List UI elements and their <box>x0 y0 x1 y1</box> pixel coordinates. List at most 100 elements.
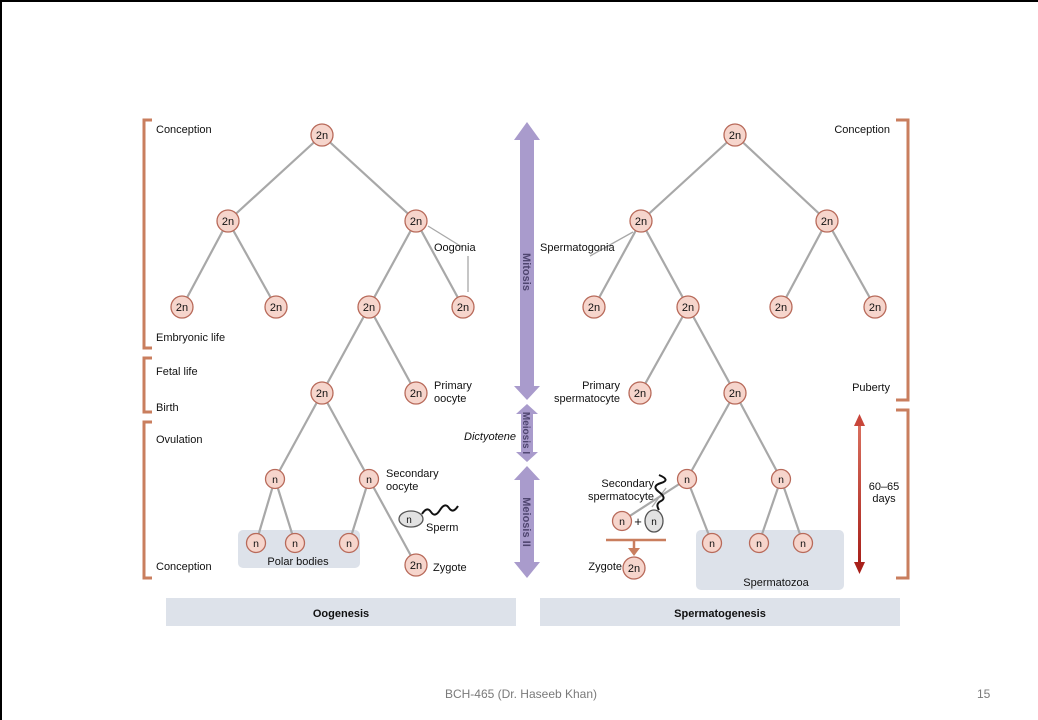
tree-edge <box>621 478 688 522</box>
tree-edge <box>687 306 736 394</box>
cell-oo-n-c: n <box>245 532 267 554</box>
cell-oo-2n-f: 2n <box>451 295 475 319</box>
cell-sp-primary-spermatocyte: 2n <box>628 381 652 405</box>
tree-edge <box>640 220 689 308</box>
tree-edge <box>826 220 876 308</box>
spermatogenesis-title: Spermatogenesis <box>674 608 766 620</box>
meiosis1-arrow <box>516 404 538 462</box>
cell-circle <box>310 123 334 147</box>
cell-circle <box>622 556 646 580</box>
cell-ploidy-label: n <box>778 474 784 486</box>
meiosis2-arrow <box>514 466 540 578</box>
tree-edge <box>593 220 642 308</box>
cell-oo-n-a: n <box>264 468 286 490</box>
cell-circle <box>701 532 723 554</box>
cell-circle <box>451 295 475 319</box>
cell-circle <box>284 532 306 554</box>
tree-edge <box>181 220 229 308</box>
cell-ploidy-label: 2n <box>363 302 375 314</box>
duration-arrow <box>854 414 865 574</box>
meiosis2-label: Meiosis II <box>520 497 532 547</box>
cell-circle <box>582 295 606 319</box>
secondary-spermatocyte-line2: spermatocyte <box>588 491 654 503</box>
dictyotene-label: Dictyotene <box>464 431 516 443</box>
cell-ploidy-label: 2n <box>176 302 188 314</box>
cell-oo-2n-g: 2n <box>310 381 334 405</box>
cell-sp-n-fert: n <box>611 510 633 532</box>
cell-sp-conception: 2n <box>723 123 747 147</box>
cell-circle <box>792 532 814 554</box>
cell-ploidy-label: 2n <box>628 563 640 575</box>
tree-edge <box>368 478 417 566</box>
oogenesis-panel <box>166 598 516 626</box>
cell-ploidy-label: 2n <box>869 302 881 314</box>
tree-edge <box>686 392 736 480</box>
cell-circle <box>863 295 887 319</box>
cell-circle <box>264 295 288 319</box>
tree-edge <box>368 220 417 308</box>
cell-ploidy-label: n <box>800 538 806 550</box>
pointer-lines <box>427 225 667 508</box>
cell-sp-n-e: n <box>792 532 814 554</box>
cell-circle <box>358 468 380 490</box>
polar-bodies-label: Polar bodies <box>267 556 329 568</box>
cell-oo-primary-oocyte: 2n <box>404 381 428 405</box>
tree-edge <box>227 134 323 222</box>
primary-spermatocyte-line2: spermatocyte <box>554 393 620 405</box>
oogonia-label: Oogonia <box>434 242 476 254</box>
tree-edge <box>321 392 370 480</box>
cell-circle <box>338 532 360 554</box>
cell-circle <box>676 468 698 490</box>
cell-ploidy-label: 2n <box>457 302 469 314</box>
secondary-oocyte-line1: Secondary <box>386 468 439 480</box>
cell-circle <box>310 381 334 405</box>
oogenesis-title: Oogenesis <box>313 608 369 620</box>
cell-ploidy-label: n <box>346 538 352 550</box>
sperm-ploidy: n <box>406 515 412 526</box>
cell-ploidy-label: n <box>756 538 762 550</box>
cell-circle <box>170 295 194 319</box>
cell-ploidy-label: n <box>366 474 372 486</box>
cell-sp-2n-a: 2n <box>629 209 653 233</box>
cell-sp-2n-b: 2n <box>815 209 839 233</box>
cell-ploidy-label: 2n <box>410 560 422 572</box>
cell-circle <box>748 532 770 554</box>
tree-edge <box>273 478 297 544</box>
cell-sp-n-b: n <box>770 468 792 490</box>
tree-edge <box>734 392 782 480</box>
secondary-spermatocyte-line1: Secondary <box>601 478 654 490</box>
days-unit: days <box>872 493 896 505</box>
cell-oo-n-b: n <box>358 468 380 490</box>
cell-circle <box>628 381 652 405</box>
cell-ploidy-label: 2n <box>410 388 422 400</box>
cell-ploidy-label: 2n <box>588 302 600 314</box>
tree-lines <box>181 134 876 566</box>
cell-ploidy-label: n <box>684 474 690 486</box>
mitosis-label: Mitosis <box>520 253 532 291</box>
zygote-label-right: Zygote <box>588 561 622 573</box>
spermatozoa-label: Spermatozoa <box>743 577 809 589</box>
days-value: 60–65 <box>869 481 900 493</box>
cell-oo-2n-a: 2n <box>216 209 240 233</box>
sperm-label: Sperm <box>426 522 458 534</box>
cell-oo-2n-e: 2n <box>357 295 381 319</box>
stage-birth: Birth <box>156 402 179 414</box>
cell-ploidy-label: 2n <box>729 130 741 142</box>
tree-edge <box>368 306 417 394</box>
tree-edge <box>415 220 464 308</box>
cell-oo-2n-b: 2n <box>404 209 428 233</box>
sperm-icon: n <box>398 504 459 528</box>
tree-edge <box>274 392 323 480</box>
primary-spermatocyte-line1: Primary <box>582 380 620 392</box>
fertilization-icon: n <box>606 474 667 556</box>
cells: 2n 2n 2n 2n 2n 2n 2n 2n 2n n n n n n 2n 2n 2n 2n 2n 2n 2n 2n 2… <box>170 123 887 580</box>
plus-sign: + <box>634 514 642 529</box>
right-brackets <box>896 118 910 580</box>
cell-sp-2n-d: 2n <box>676 295 700 319</box>
cell-oo-conception: 2n <box>310 123 334 147</box>
primary-oocyte-line1: Primary <box>434 380 472 392</box>
cell-sp-2n-g: 2n <box>723 381 747 405</box>
cell-ploidy-label: n <box>253 538 259 550</box>
fertilization-sperm-ploidy: n <box>651 517 657 528</box>
